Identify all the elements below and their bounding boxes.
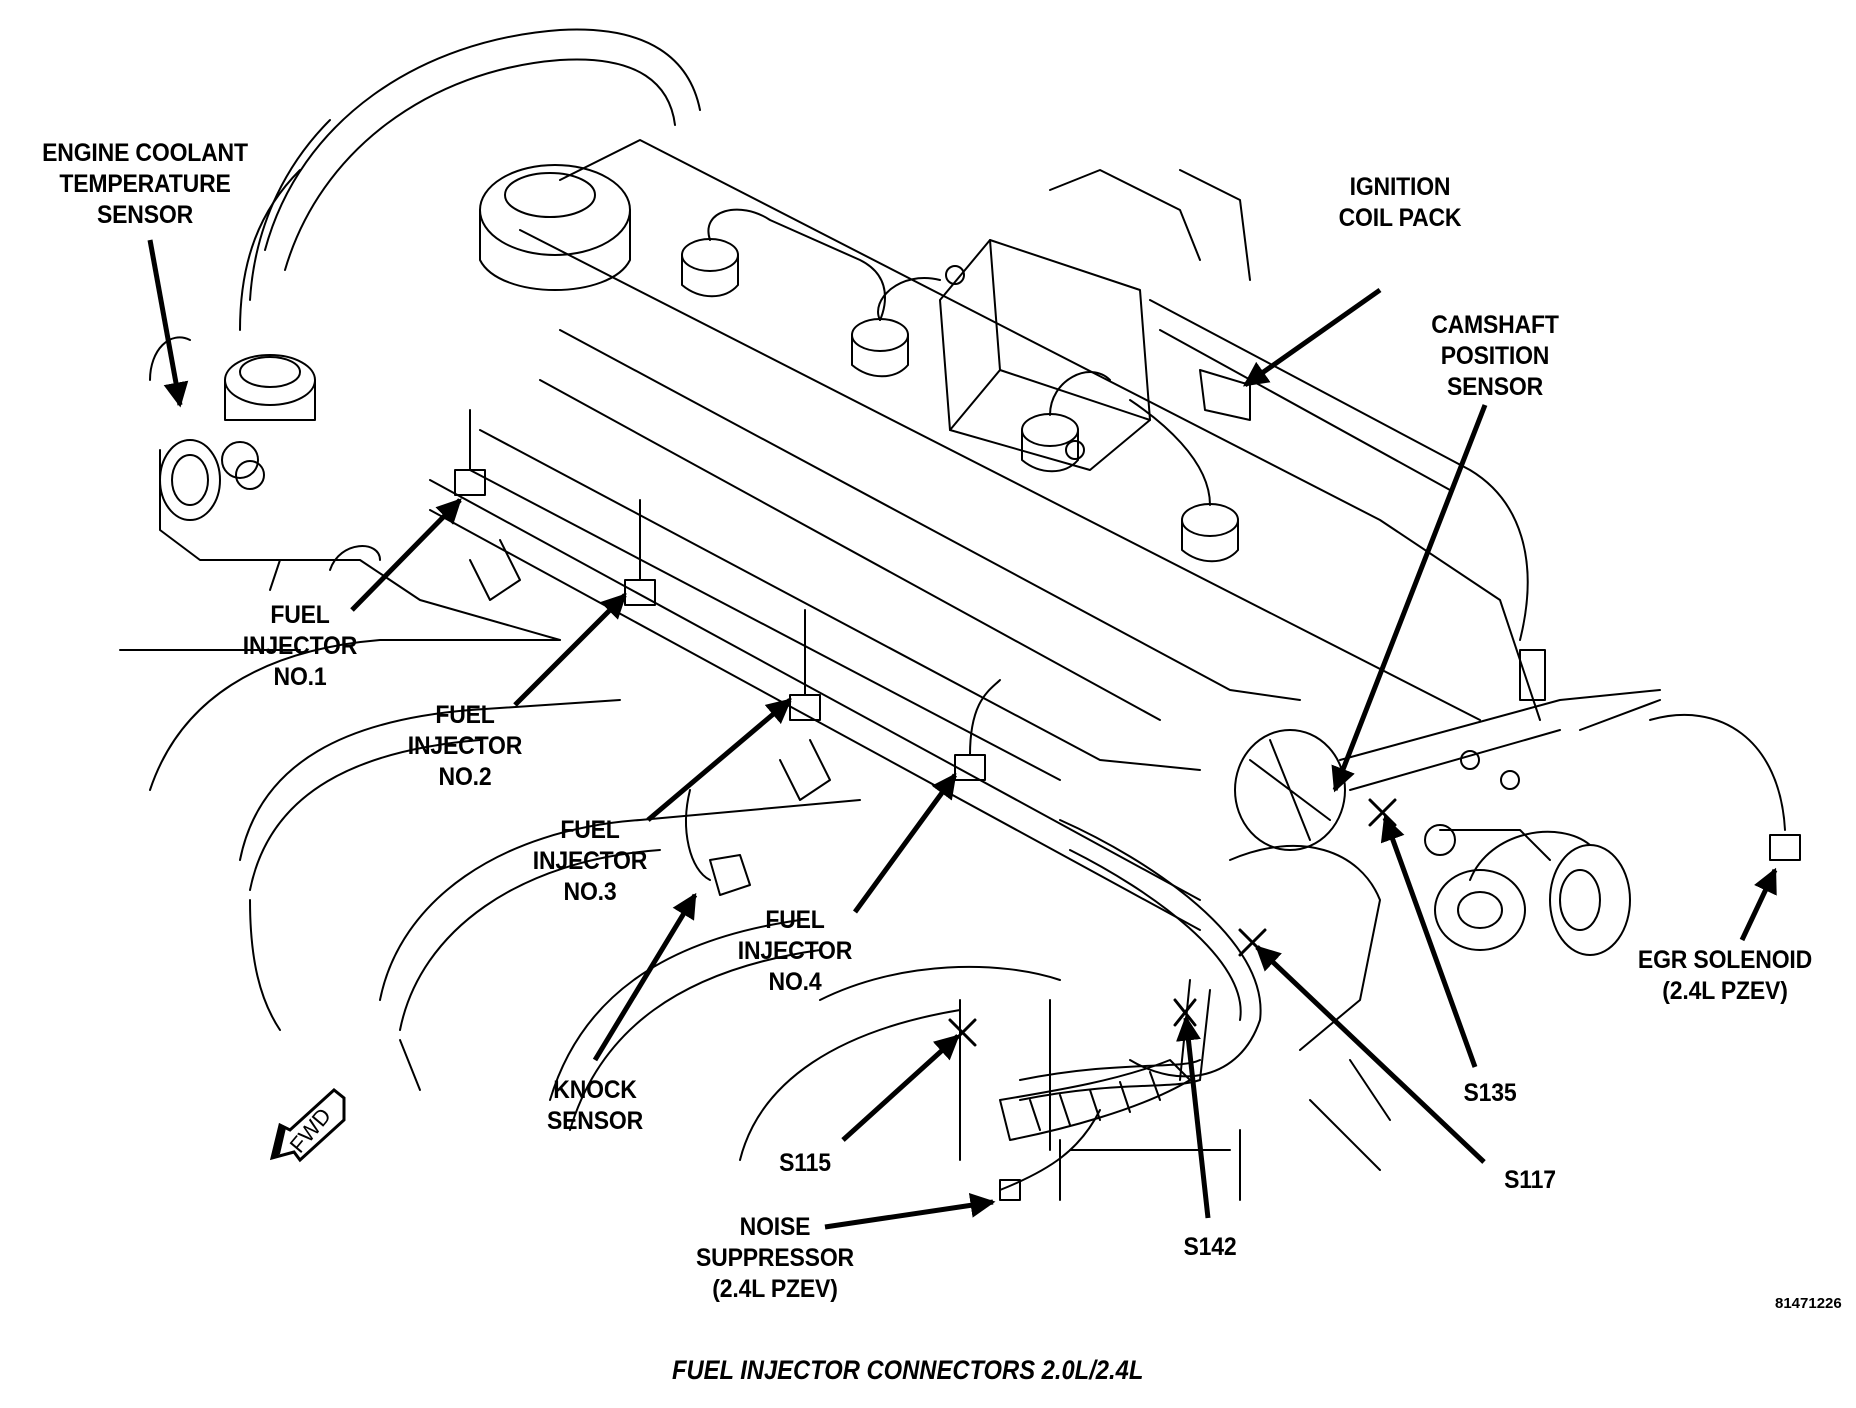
label-line: NO.1 (273, 663, 327, 691)
label-line: INJECTOR (532, 847, 648, 875)
label-line: IGNITION (1349, 173, 1451, 201)
label-line: TEMPERATURE (59, 170, 231, 198)
label-line: FUEL (435, 701, 495, 729)
label-line: NO.3 (563, 878, 617, 906)
label-fuel-injector-4: FUEL INJECTOR NO.4 (726, 905, 864, 998)
label-knock-sensor: KNOCK SENSOR (526, 1075, 664, 1137)
label-line: SUPPRESSOR (696, 1244, 854, 1272)
label-line: NOISE (739, 1213, 811, 1241)
label-line: INJECTOR (407, 732, 523, 760)
label-line: NO.4 (768, 968, 822, 996)
arrow-fuel-injector-1 (350, 498, 462, 612)
label-splice-s135: S135 (1449, 1078, 1532, 1109)
label-line: ENGINE COOLANT (42, 139, 248, 167)
label-line: SENSOR (1446, 373, 1544, 401)
arrow-splice-s142 (1176, 1015, 1211, 1219)
label-line: KNOCK (553, 1076, 637, 1104)
label-ignition-coil-pack: IGNITION COIL PACK (1317, 172, 1483, 234)
label-line: S142 (1183, 1233, 1237, 1261)
arrow-fuel-injector-3 (646, 698, 792, 822)
arrow-splice-s117 (1255, 945, 1486, 1164)
label-ect-sensor: ENGINE COOLANT TEMPERATURE SENSOR (21, 138, 269, 231)
arrow-splice-s115 (841, 1034, 960, 1142)
label-line: NO.2 (438, 763, 492, 791)
label-egr-solenoid: EGR SOLENOID (2.4L PZEV) (1619, 945, 1831, 1007)
label-line: EGR SOLENOID (1637, 946, 1813, 974)
label-noise-suppressor: NOISE SUPPRESSOR (2.4L PZEV) (683, 1212, 867, 1305)
label-line: INJECTOR (737, 937, 853, 965)
label-line: S115 (779, 1149, 831, 1177)
label-line: CAMSHAFT (1431, 311, 1559, 339)
label-line: (2.4L PZEV) (712, 1275, 838, 1303)
label-line: SENSOR (96, 201, 194, 229)
arrow-noise-suppressor (824, 1192, 996, 1230)
engine-line-art (119, 28, 1801, 1201)
arrow-knock-sensor (592, 892, 698, 1062)
label-line: INJECTOR (242, 632, 358, 660)
label-splice-s117: S117 (1489, 1165, 1572, 1196)
arrow-ignition-coil-pack (1242, 287, 1382, 388)
arrow-fuel-injector-4 (852, 772, 958, 914)
label-camshaft-position-sensor: CAMSHAFT POSITION SENSOR (1408, 310, 1583, 403)
label-line: S117 (1504, 1166, 1556, 1194)
label-fuel-injector-2: FUEL INJECTOR NO.2 (396, 700, 534, 793)
label-fuel-injector-1: FUEL INJECTOR NO.1 (231, 600, 369, 693)
label-splice-s115: S115 (764, 1148, 847, 1179)
label-fuel-injector-3: FUEL INJECTOR NO.3 (521, 815, 659, 908)
arrow-ect-sensor (147, 239, 189, 408)
figure-reference-number: 81471226 (1775, 1295, 1842, 1312)
label-line: COIL PACK (1338, 204, 1462, 232)
fwd-arrow-icon: FWD (269, 1088, 346, 1163)
fwd-orientation-marker: FWD (262, 1080, 352, 1165)
arrow-splice-s135 (1380, 815, 1478, 1068)
label-line: (2.4L PZEV) (1662, 977, 1788, 1005)
label-line: FUEL (270, 601, 330, 629)
arrow-camshaft-position-sensor (1331, 404, 1488, 793)
label-line: FUEL (560, 816, 620, 844)
label-line: POSITION (1440, 342, 1550, 370)
label-line: S135 (1463, 1079, 1517, 1107)
leader-arrows (147, 239, 1778, 1230)
label-splice-s142: S142 (1169, 1232, 1252, 1263)
arrow-egr-solenoid (1739, 867, 1778, 942)
figure-caption: FUEL INJECTOR CONNECTORS 2.0L/2.4L (672, 1355, 1144, 1385)
arrow-fuel-injector-2 (513, 593, 627, 707)
label-line: FUEL (765, 906, 825, 934)
label-line: SENSOR (546, 1107, 644, 1135)
